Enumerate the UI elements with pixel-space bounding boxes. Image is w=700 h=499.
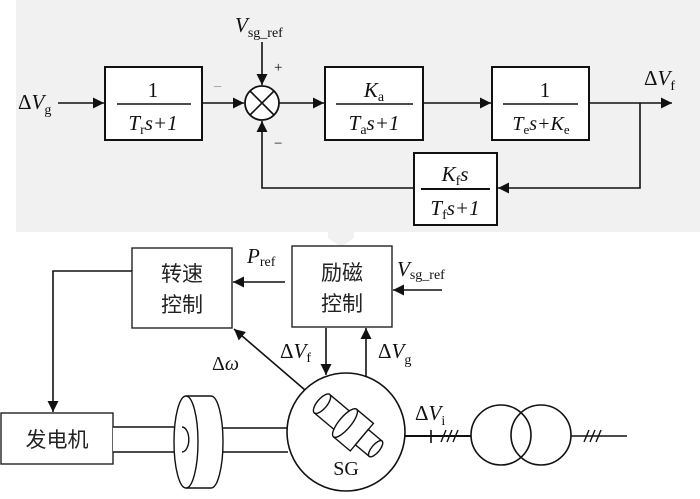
sum-sign-bottom: − — [274, 136, 282, 152]
exciter-denominator: Tes+Ke — [512, 113, 570, 137]
svg-text:ΔVi: ΔVi — [415, 401, 445, 429]
feedback-block: Kfs Tfs+1 — [413, 152, 498, 226]
delta-vg-label: ΔVg — [378, 339, 411, 368]
svg-text:励磁: 励磁 — [321, 261, 363, 285]
svg-text:ΔVf: ΔVf — [644, 66, 675, 94]
three-phase-mark-2 — [583, 429, 590, 443]
svg-text:ΔVg: ΔVg — [18, 90, 51, 118]
svg-text:发电机: 发电机 — [26, 428, 89, 452]
delta-omega-label: Δω — [212, 353, 239, 375]
svg-text:控制: 控制 — [161, 293, 203, 317]
feedback-to-sum-arrow — [256, 121, 414, 189]
prime-mover-block: 发电机 — [0, 412, 114, 465]
generator-label: SG — [333, 458, 359, 480]
feedback-path-arrow — [498, 103, 641, 194]
three-phase-mark — [440, 429, 447, 443]
reference-signal-vsg-ref: Vsg_ref — [235, 13, 283, 41]
panel-callout-pointer — [328, 232, 354, 247]
synchronous-generator: SG — [286, 372, 406, 492]
delta-vf-label: ΔVf — [280, 339, 311, 366]
feedback-denominator: Tfs+1 — [430, 196, 479, 223]
p-ref-label: Pref — [246, 244, 276, 270]
summing-junction — [244, 85, 280, 121]
svg-text:控制: 控制 — [321, 292, 363, 316]
transducer-block: 1 Trs+1 — [104, 66, 203, 141]
delta-omega-arrow — [233, 328, 306, 391]
exciter-numerator: 1 — [540, 78, 551, 102]
transducer-denominator: Trs+1 — [128, 111, 177, 138]
shaft-and-flywheel — [113, 395, 288, 489]
amplifier-denominator: Tas+1 — [349, 111, 400, 138]
svg-text:Pref: Pref — [246, 244, 276, 270]
svg-text:ΔVf: ΔVf — [280, 339, 311, 366]
exciter-block: 1 Tes+Ke — [491, 66, 590, 141]
svg-text:Vsg_ref: Vsg_ref — [397, 257, 445, 283]
output-line-and-transformer — [405, 404, 627, 466]
amplifier-block: Ka Tas+1 — [324, 66, 424, 141]
rotor-icon — [312, 393, 384, 458]
sum-sign-left: − — [213, 79, 222, 96]
input-signal-delta-vg: ΔVg — [18, 90, 51, 118]
svg-text:转速: 转速 — [161, 262, 203, 286]
transformer-winding-2 — [510, 404, 572, 466]
delta-vi-label: ΔVi — [415, 401, 445, 429]
svg-text:Vsg_ref: Vsg_ref — [235, 13, 283, 41]
excitation-control-block: 励磁 控制 — [291, 245, 393, 328]
sum-sign-top: + — [274, 60, 282, 76]
v-ref-label: Vsg_ref — [397, 257, 445, 283]
speed-control-block: 转速 控制 — [131, 247, 233, 329]
svg-text:ΔVg: ΔVg — [378, 339, 411, 368]
speed-command-arrow — [47, 270, 132, 412]
feedback-numerator: Kfs — [441, 162, 469, 189]
output-signal-delta-vf: ΔVf — [644, 66, 675, 94]
svg-text:Δω: Δω — [212, 353, 239, 375]
transducer-numerator: 1 — [148, 78, 159, 102]
transformer-winding-1 — [470, 404, 532, 466]
amplifier-numerator: Ka — [363, 78, 385, 105]
